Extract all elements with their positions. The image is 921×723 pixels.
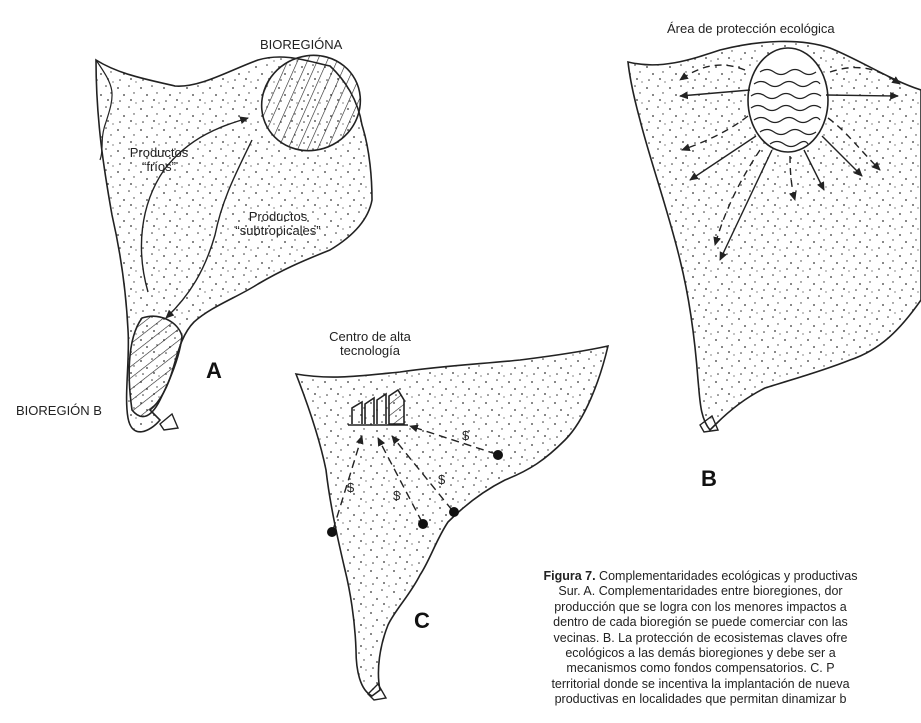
- cold-products-label-line2: “fríos”: [114, 160, 204, 174]
- protection-area: [748, 48, 828, 152]
- production-site: [418, 519, 428, 529]
- high-tech-center-title-line2: tecnología: [320, 344, 420, 358]
- bioregion-a-label: BIOREGIÓNA: [260, 38, 342, 52]
- high-tech-center-title-line1: Centro de alta: [320, 330, 420, 344]
- dollar-sign: $: [462, 428, 469, 443]
- caption-line: producción que se logra con los menores …: [480, 600, 921, 615]
- high-tech-center-title: Centro de alta tecnología: [320, 330, 420, 358]
- bioregion-b-area: [129, 316, 182, 416]
- panel-b-letter: B: [701, 466, 717, 492]
- panel-a-tip-island: [160, 414, 178, 430]
- cold-products-label: Productos “fríos”: [114, 146, 204, 174]
- dollar-sign: $: [438, 472, 445, 487]
- production-site: [493, 450, 503, 460]
- panel-a-letter: A: [206, 358, 222, 384]
- cold-products-label-line1: Productos: [114, 146, 204, 160]
- figure-caption: Figura 7. Complementaridades ecológicas …: [480, 569, 921, 708]
- subtropical-products-label-line2: “subtropicales”: [218, 224, 338, 238]
- subtropical-products-label-line1: Productos: [218, 210, 338, 224]
- caption-line: dentro de cada bioregión se puede comerc…: [480, 615, 921, 630]
- dollar-sign: $: [347, 480, 354, 495]
- caption-line: mecanismos como fondos compensatorios. C…: [480, 661, 921, 676]
- caption-label: Figura 7.: [543, 569, 595, 583]
- caption-line: ecológicos a las demás bioregiones y deb…: [480, 646, 921, 661]
- panel-b-map: [628, 41, 921, 432]
- caption-line: territorial donde se incentiva la implan…: [480, 677, 921, 692]
- dollar-sign: $: [393, 488, 400, 503]
- production-site: [327, 527, 337, 537]
- caption-line: Sur. A. Complementaridades entre bioregi…: [480, 584, 921, 599]
- bioregion-b-label: BIOREGIÓN B: [16, 404, 102, 418]
- panel-c-letter: C: [414, 608, 430, 634]
- caption-line: vecinas. B. La protección de ecosistemas…: [480, 631, 921, 646]
- protection-area-title: Área de protección ecológica: [667, 22, 835, 36]
- subtropical-products-label: Productos “subtropicales”: [218, 210, 338, 238]
- production-site: [449, 507, 459, 517]
- caption-line: productivas en localidades que permitan …: [480, 692, 921, 707]
- caption-line: Figura 7. Complementaridades ecológicas …: [480, 569, 921, 584]
